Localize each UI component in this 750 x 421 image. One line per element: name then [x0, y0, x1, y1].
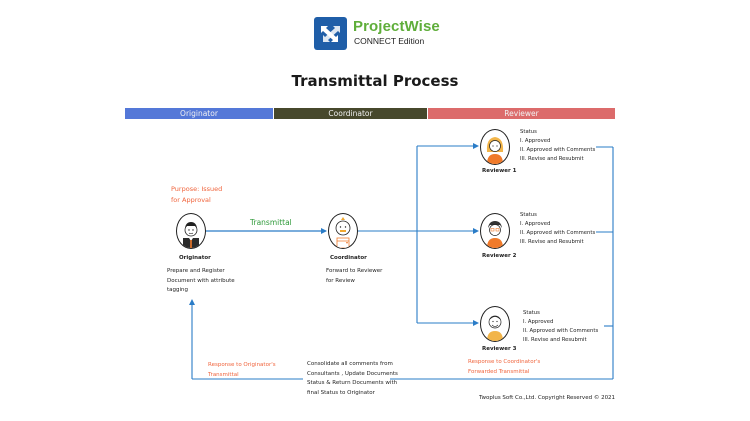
lane-reviewer: Reviewer	[428, 108, 615, 119]
status-item: II. Approved with Comments	[520, 147, 596, 153]
status-item: I. Approved	[523, 319, 554, 325]
page-title: Transmittal Process	[291, 72, 459, 90]
reviewer-2-avatar-icon	[480, 213, 510, 249]
status-item: III. Revise and Resubmit	[523, 337, 587, 343]
purpose-line-2: for Approval	[171, 196, 211, 204]
lane-coordinator: Coordinator	[274, 108, 427, 119]
lane-originator: Originator	[125, 108, 273, 119]
status-title: Status	[520, 212, 537, 218]
desc-line: Status & Return Documents with	[307, 380, 398, 386]
response-line: Transmittal	[208, 371, 239, 378]
desc-line: final Status to Originator	[307, 389, 375, 396]
reviewer-3-status-list: Status I. Approved II. Approved with Com…	[523, 309, 598, 345]
reviewer-3-label: Reviewer 3	[482, 346, 517, 352]
reviewer-2-label: Reviewer 2	[482, 253, 517, 259]
status-title: Status	[523, 310, 540, 316]
response-to-coordinator-label: Response to Coordinator's Forwarded Tran…	[468, 358, 540, 377]
status-title: Status	[520, 129, 537, 135]
coordinator-description: Forward to Reviewer for Review	[326, 267, 382, 286]
reviewer-2-status-list: Status I. Approved II. Approved with Com…	[520, 211, 595, 247]
status-item: III. Revise and Resubmit	[520, 156, 584, 162]
logo-subtitle: CONNECT Edition	[354, 36, 425, 46]
desc-line: Prepare and Register	[167, 268, 225, 274]
desc-line: Document with attribute	[167, 277, 235, 284]
desc-line: for Review	[326, 277, 355, 284]
response-line: Response to Coordinator's	[468, 359, 541, 365]
desc-line: Consolidate all comments from	[307, 361, 393, 367]
coordinator-label: Coordinator	[330, 255, 367, 261]
originator-label: Originator	[179, 255, 211, 261]
reviewer-1-status-list: Status I. Approved II. Approved with Com…	[520, 128, 595, 164]
copyright-footer: Twoplus Soft Co.,Ltd. Copyright Reserved…	[479, 395, 616, 401]
purpose-label: Purpose: Issued for Approval	[171, 184, 222, 206]
status-item: II. Approved with Comments	[523, 328, 599, 334]
status-item: III. Revise and Resubmit	[520, 239, 584, 245]
projectwise-logo-icon	[314, 17, 347, 50]
originator-description: Prepare and Register Document with attri…	[167, 267, 235, 296]
transmittal-label: Transmittal	[250, 218, 292, 227]
reviewer-3-avatar-icon	[480, 306, 510, 342]
status-item: I. Approved	[520, 138, 551, 144]
originator-avatar-icon	[176, 213, 206, 249]
desc-line: Consultants , Update Documents	[307, 370, 398, 377]
coordinator-avatar-icon	[328, 213, 358, 249]
response-line: Forwarded Transmittal	[468, 368, 530, 375]
reviewer-1-avatar-icon	[480, 129, 510, 165]
reviewer-1-label: Reviewer 1	[482, 168, 517, 174]
response-to-originator-label: Response to Originator's Transmittal	[208, 361, 276, 380]
response-line: Response to Originator's	[208, 362, 276, 368]
desc-line: Forward to Reviewer	[326, 268, 383, 274]
consolidate-description: Consolidate all comments from Consultant…	[307, 360, 398, 398]
status-item: I. Approved	[520, 221, 551, 227]
desc-line: tagging	[167, 287, 189, 293]
logo-title: ProjectWise	[353, 18, 440, 35]
purpose-line-1: Purpose: Issued	[171, 185, 223, 193]
status-item: II. Approved with Comments	[520, 230, 596, 236]
